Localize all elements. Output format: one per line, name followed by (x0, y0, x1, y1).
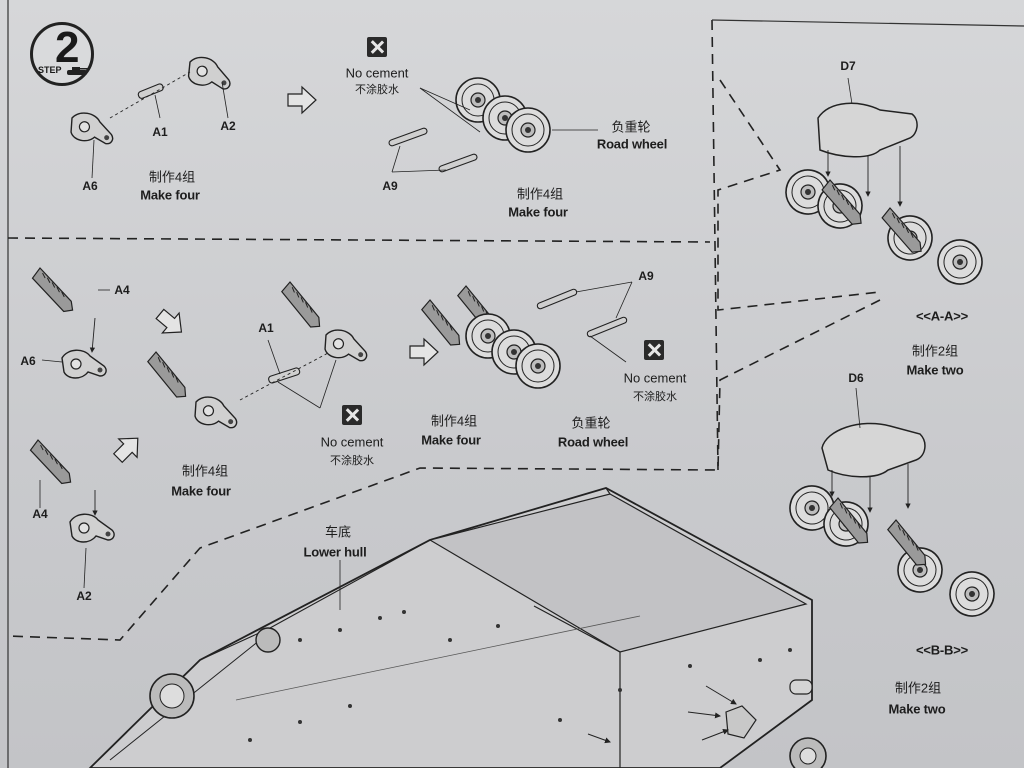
make-two-cn-2: 制作2组 (894, 680, 942, 696)
road-wheel-cn-1: 负重轮 (611, 119, 651, 135)
make-four-en-1: Make four (140, 187, 200, 203)
part-label-a9-1: A9 (382, 179, 398, 193)
lower-hull-en: Lower hull (303, 544, 367, 560)
make-two-cn-1: 制作2组 (911, 343, 959, 359)
make-four-cn-3: 制作4组 (181, 463, 229, 479)
make-four-cn-1: 制作4组 (148, 169, 196, 185)
no-cement-en-1: No cement (345, 65, 409, 81)
part-label-a6-2: A6 (20, 354, 36, 368)
no-cement-cn-3: 不涂胶水 (633, 391, 677, 403)
make-two-en-1: Make two (906, 362, 964, 378)
lower-hull-cn: 车底 (324, 524, 352, 540)
step-badge: 2 STEP (30, 22, 94, 86)
no-cement-x-icon (367, 37, 387, 57)
part-label-a4-2: A4 (32, 507, 48, 521)
part-label-a2-2: A2 (76, 589, 92, 603)
no-cement-cn-2: 不涂胶水 (330, 455, 374, 467)
no-cement-en-3: No cement (623, 370, 687, 386)
road-wheel-cn-2: 负重轮 (571, 415, 611, 431)
make-four-en-4: Make four (421, 432, 481, 448)
make-four-cn-2: 制作4组 (516, 186, 564, 202)
road-wheel-en-2: Road wheel (557, 434, 629, 450)
part-label-a4-1: A4 (114, 283, 130, 297)
part-label-a6: A6 (82, 179, 98, 193)
road-wheel-en-1: Road wheel (596, 136, 668, 152)
step-tank-icon (67, 67, 88, 75)
make-four-cn-4: 制作4组 (430, 413, 478, 429)
part-label-a2: A2 (220, 119, 236, 133)
no-cement-x-icon-3 (644, 340, 664, 360)
no-cement-en-2: No cement (320, 434, 384, 450)
part-label-d6: D6 (848, 371, 864, 385)
view-label-bb: <<B-B>> (915, 642, 969, 658)
make-four-en-3: Make four (171, 483, 231, 499)
step-number: 2 (55, 23, 80, 72)
make-four-en-2: Make four (508, 204, 568, 220)
part-label-a1-2: A1 (258, 321, 274, 335)
no-cement-x-icon-2 (342, 405, 362, 425)
view-label-aa: <<A-A>> (915, 308, 969, 324)
part-label-a9-2: A9 (638, 269, 654, 283)
make-two-en-2: Make two (888, 701, 946, 717)
part-label-a1: A1 (152, 125, 168, 139)
step-label: STEP (38, 65, 62, 75)
no-cement-cn-1: 不涂胶水 (355, 84, 399, 96)
part-label-d7: D7 (840, 59, 856, 73)
